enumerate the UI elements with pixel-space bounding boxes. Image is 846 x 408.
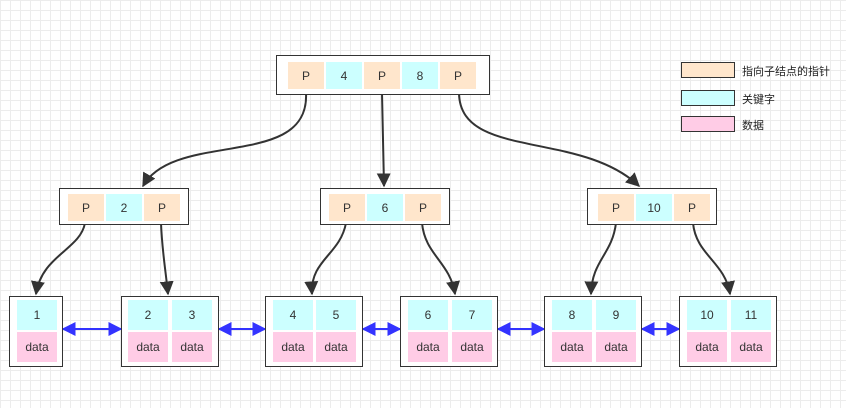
leaf-3-key-2: 5 — [316, 300, 356, 330]
edge-root-to-internal-2 — [376, 92, 391, 188]
edge-internal-3-to-leaf-6 — [692, 222, 735, 296]
leaf-node-2: 2 3 data data — [121, 296, 219, 367]
internal-1-key: 2 — [106, 194, 142, 221]
root-key-1: 4 — [326, 62, 362, 89]
internal-node-2: P 6 P — [320, 188, 450, 225]
internal-1-pointer-2: P — [144, 194, 180, 221]
leaf-2-data-1: data — [128, 332, 168, 362]
leaf-6-key-1: 10 — [687, 300, 727, 330]
leaf-4-data-1: data — [408, 332, 448, 362]
edge-root-to-internal-1 — [142, 92, 308, 188]
legend-label-pointer: 指向子结点的指针 — [742, 66, 830, 78]
root-pointer-2: P — [364, 62, 400, 89]
root-pointer-1: P — [288, 62, 324, 89]
legend-label-data: 数据 — [742, 120, 764, 132]
internal-2-pointer-2: P — [405, 194, 441, 221]
edge-internal-2-to-leaf-3 — [304, 222, 347, 296]
internal-3-pointer-2: P — [674, 194, 710, 221]
leaf-1-key-1: 1 — [17, 300, 57, 330]
leaf-6-data-2: data — [731, 332, 771, 362]
legend-swatch-data — [681, 116, 735, 132]
leaf-3-data-1: data — [273, 332, 313, 362]
edge-internal-3-to-leaf-5 — [584, 222, 617, 296]
internal-1-pointer-1: P — [68, 194, 104, 221]
legend-swatch-pointer — [681, 62, 735, 78]
edge-internal-1-to-leaf-2 — [159, 222, 174, 296]
leaf-3-data-2: data — [316, 332, 356, 362]
leaf-node-5: 8 9 data data — [544, 296, 642, 367]
leaf-5-data-1: data — [552, 332, 592, 362]
leaf-node-4: 6 7 data data — [400, 296, 498, 367]
internal-3-key: 10 — [636, 194, 672, 221]
internal-2-pointer-1: P — [329, 194, 365, 221]
leaf-4-key-1: 6 — [408, 300, 448, 330]
leaf-node-3: 4 5 data data — [265, 296, 363, 367]
internal-2-key: 6 — [367, 194, 403, 221]
legend-swatch-key — [681, 90, 735, 106]
leaf-1-data-1: data — [17, 332, 57, 362]
root-key-2: 8 — [402, 62, 438, 89]
leaf-4-data-2: data — [452, 332, 492, 362]
leaf-node-1: 1 data — [9, 296, 63, 367]
internal-node-1: P 2 P — [59, 188, 189, 225]
leaf-6-key-2: 11 — [731, 300, 771, 330]
leaf-2-key-1: 2 — [128, 300, 168, 330]
leaf-6-data-1: data — [687, 332, 727, 362]
edge-internal-1-to-leaf-1 — [31, 222, 86, 296]
leaf-4-key-2: 7 — [452, 300, 492, 330]
edge-internal-2-to-leaf-4 — [421, 222, 460, 296]
legend-label-key: 关键字 — [742, 94, 775, 106]
leaf-5-data-2: data — [596, 332, 636, 362]
edge-root-to-internal-3 — [458, 92, 641, 187]
internal-3-pointer-1: P — [598, 194, 634, 221]
root-pointer-3: P — [440, 62, 476, 89]
leaf-5-key-1: 8 — [552, 300, 592, 330]
leaf-node-6: 10 11 data data — [679, 296, 777, 367]
internal-node-3: P 10 P — [587, 188, 717, 225]
leaf-2-data-2: data — [172, 332, 212, 362]
leaf-5-key-2: 9 — [596, 300, 636, 330]
root-node: P 4 P 8 P — [276, 55, 490, 95]
leaf-3-key-1: 4 — [273, 300, 313, 330]
leaf-2-key-2: 3 — [172, 300, 212, 330]
